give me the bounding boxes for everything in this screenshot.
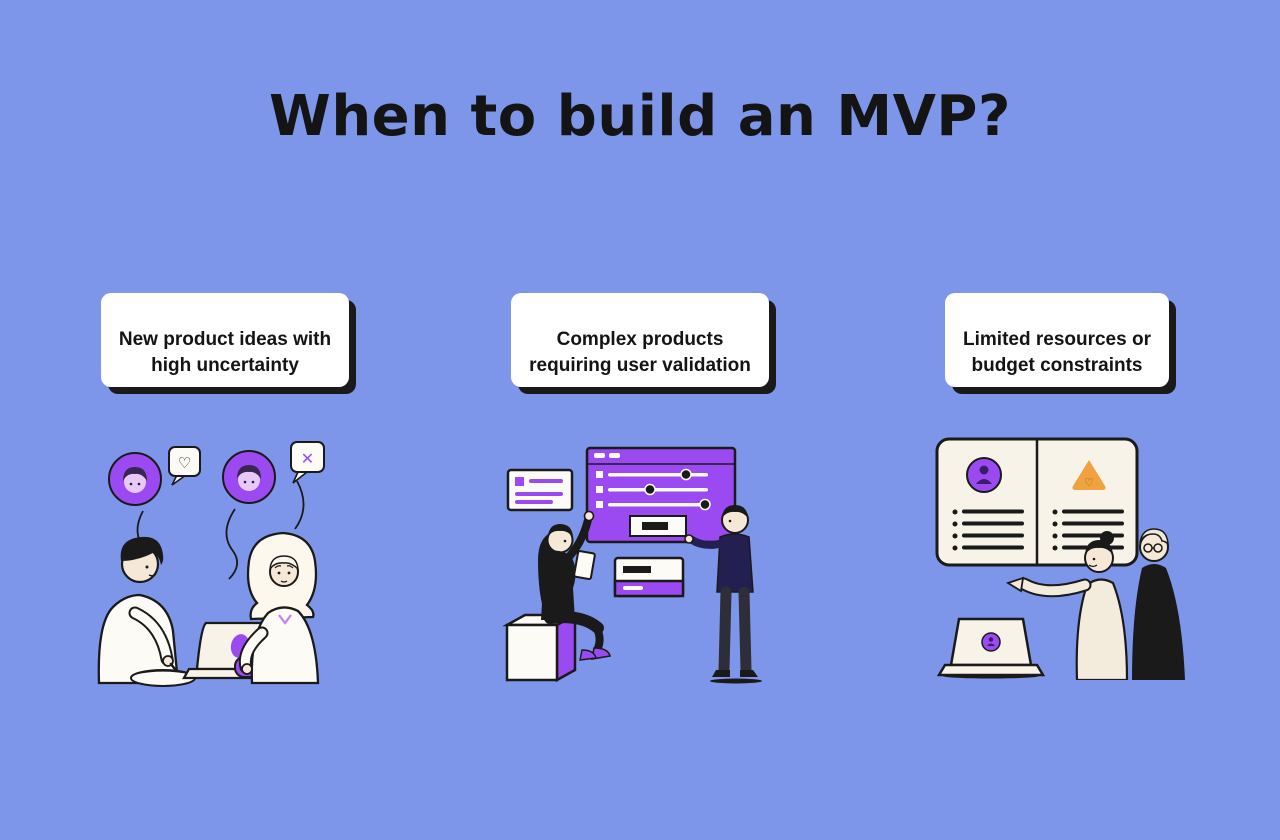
- heart-icon: ♡: [178, 454, 191, 472]
- feature-card: [613, 556, 685, 598]
- dismiss-speech-bubble: ✕: [290, 440, 325, 484]
- checklist-card: [506, 468, 574, 512]
- user-avatar-icon: [108, 451, 162, 506]
- warning-triangle-icon: ♡: [1072, 459, 1106, 490]
- product-dashboard-window: [585, 446, 737, 544]
- standing-viewer: [684, 504, 762, 684]
- triangle-heart-icon: ♡: [1084, 476, 1094, 489]
- resource-circle-icon: [966, 456, 1002, 493]
- cube-seat: [502, 612, 580, 682]
- label-text: Limited resources or budget constraints: [963, 328, 1151, 377]
- left-bullet-list: [952, 509, 1024, 551]
- user-avatar-icon: [222, 449, 276, 504]
- card-new-product-ideas: New product ideas with high uncertainty: [60, 293, 390, 691]
- label-box-complex-products: Complex products requiring user validati…: [511, 293, 769, 387]
- woman-at-laptop: [238, 531, 320, 684]
- laptop: [936, 617, 1046, 679]
- label-text: Complex products requiring user validati…: [529, 328, 751, 377]
- seated-presenter: [538, 510, 611, 661]
- heart-speech-bubble: ♡: [168, 445, 201, 486]
- label-box-new-product-ideas: New product ideas with high uncertainty: [100, 293, 350, 387]
- dashboard-demo-illustration: [502, 446, 762, 684]
- comparison-board-illustration: ♡: [935, 437, 1185, 680]
- man-with-glasses: [1132, 528, 1185, 680]
- card-limited-resources: Limited resources or budget constraints …: [892, 293, 1222, 680]
- man-writing: [97, 536, 183, 684]
- dismiss-icon: ✕: [301, 449, 314, 468]
- discussing-ideas-illustration: ♡ ✕: [97, 440, 325, 687]
- label-box-limited-resources: Limited resources or budget constraints: [945, 293, 1169, 387]
- label-text: New product ideas with high uncertainty: [118, 328, 332, 377]
- page-title: When to build an MVP?: [269, 84, 1011, 149]
- card-complex-products: Complex products requiring user validati…: [475, 293, 805, 690]
- gesturing-woman: [1005, 530, 1129, 680]
